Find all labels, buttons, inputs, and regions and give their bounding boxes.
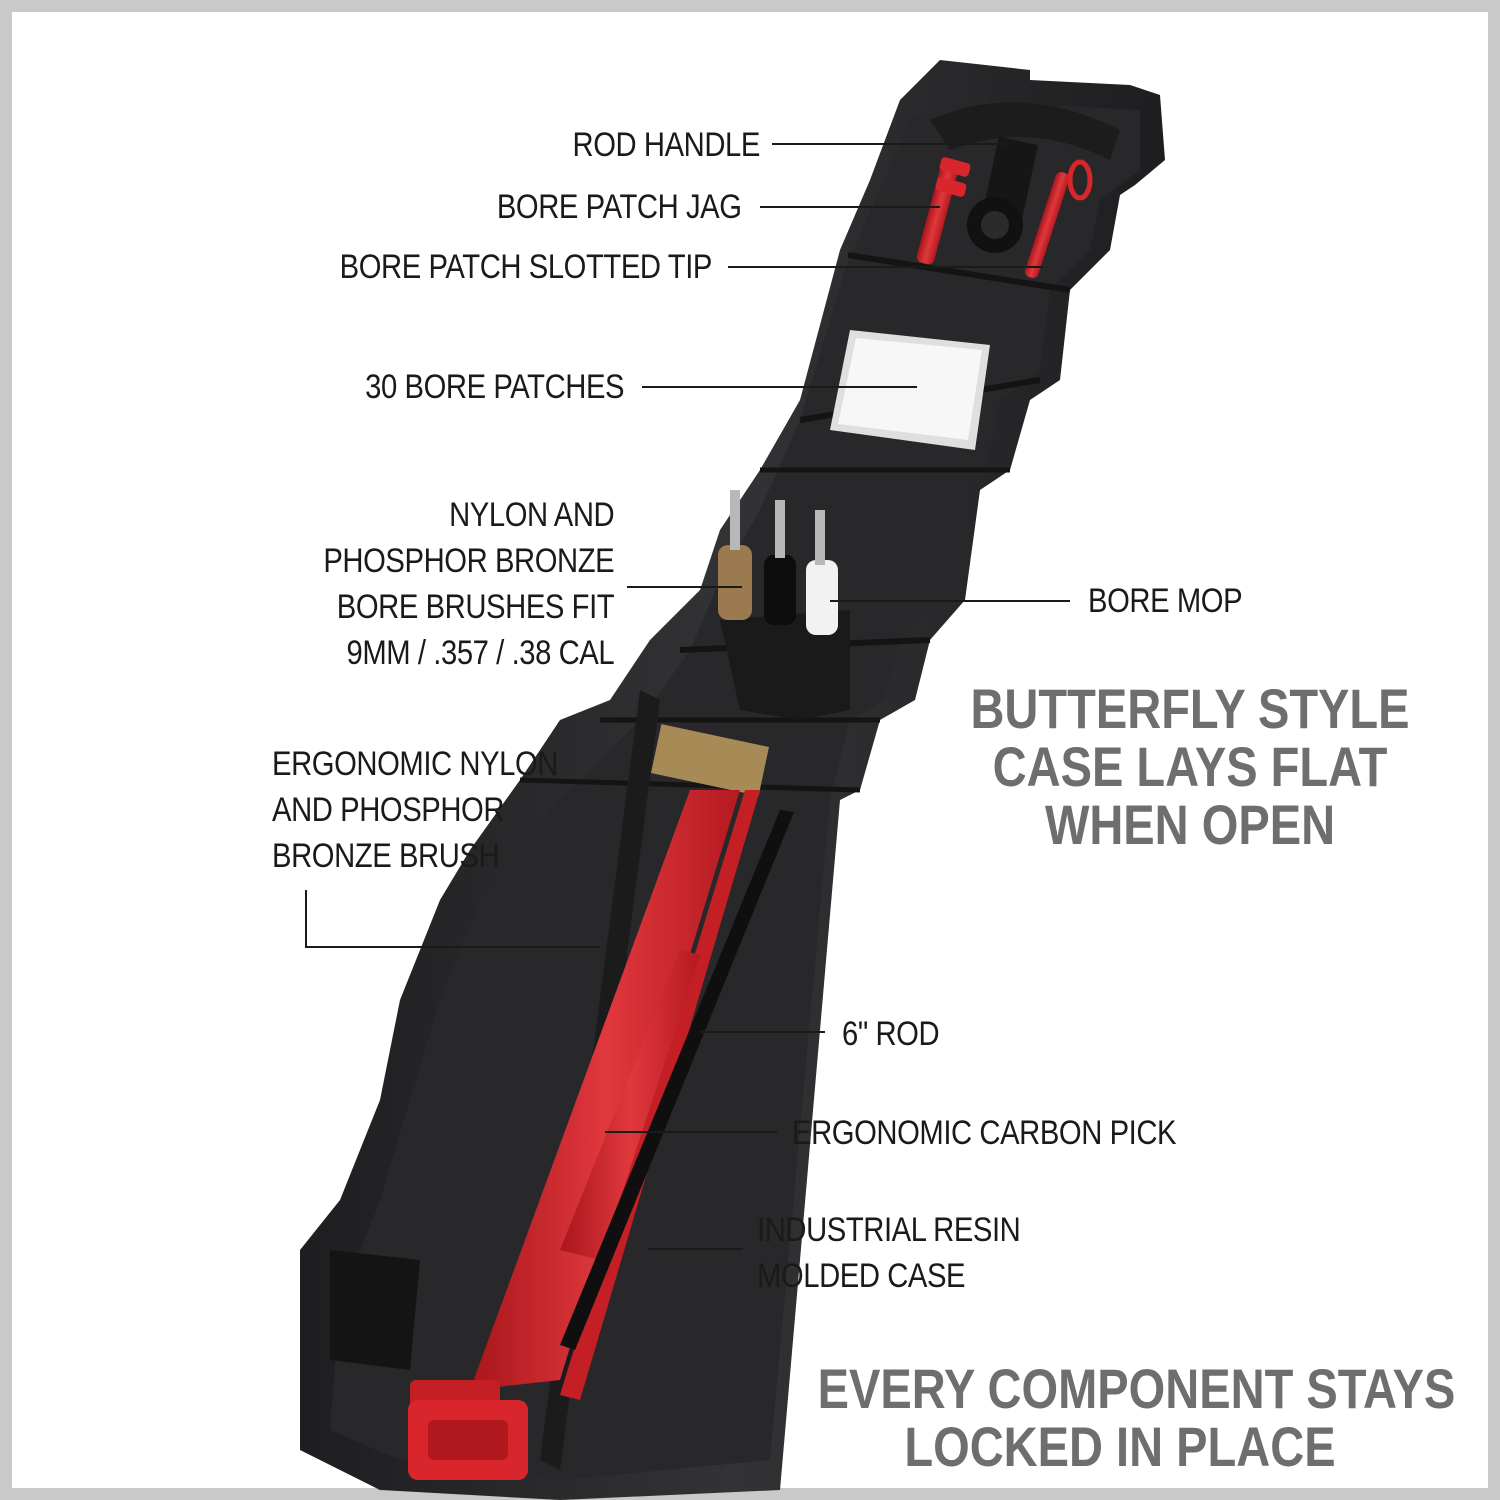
label-bore-patch-slotted-tip: BORE PATCH SLOTTED TIP <box>339 248 713 286</box>
rod-handle <box>930 102 1120 253</box>
leader-bore-patch-jag <box>760 206 940 208</box>
label-carbon-pick: ERGONOMIC CARBON PICK <box>792 1114 1177 1152</box>
six-inch-rod <box>560 810 794 1350</box>
leader-ergonomic-brush-v <box>305 890 307 946</box>
bore-brush-holder <box>718 490 850 720</box>
label-bore-brushes: NYLON AND PHOSPHOR BRONZE BORE BRUSHES F… <box>323 496 614 672</box>
leader-bore-patches <box>642 386 917 388</box>
leader-bore-brushes <box>627 586 742 588</box>
label-bore-mop: BORE MOP <box>1088 582 1243 620</box>
leader-bore-mop <box>830 600 1070 602</box>
label-rod-handle: ROD HANDLE <box>572 126 761 164</box>
case-rubber-pad <box>330 1250 420 1370</box>
bore-patches <box>830 330 990 450</box>
label-bore-patch-jag: BORE PATCH JAG <box>497 188 742 226</box>
bore-patch-slotted-tip <box>1024 159 1093 278</box>
leader-carbon-pick <box>605 1131 777 1133</box>
leader-rod-handle <box>772 143 1010 145</box>
leader-slotted-tip <box>728 266 1043 268</box>
leader-ergonomic-brush-h <box>305 946 600 948</box>
label-case: INDUSTRIAL RESIN MOLDED CASE <box>757 1211 1021 1295</box>
label-ergonomic-brush: ERGONOMIC NYLON AND PHOSPHOR BRONZE BRUS… <box>272 745 558 875</box>
label-bore-patches: 30 BORE PATCHES <box>365 368 624 406</box>
leader-rod <box>700 1031 825 1033</box>
label-rod: 6" ROD <box>842 1015 940 1053</box>
headline-locked: EVERY COMPONENT STAYS LOCKED IN PLACE <box>817 1357 1456 1478</box>
leader-case <box>648 1248 743 1250</box>
headline-butterfly: BUTTERFLY STYLE CASE LAYS FLAT WHEN OPEN <box>970 677 1410 856</box>
bore-patch-jag <box>916 157 971 265</box>
